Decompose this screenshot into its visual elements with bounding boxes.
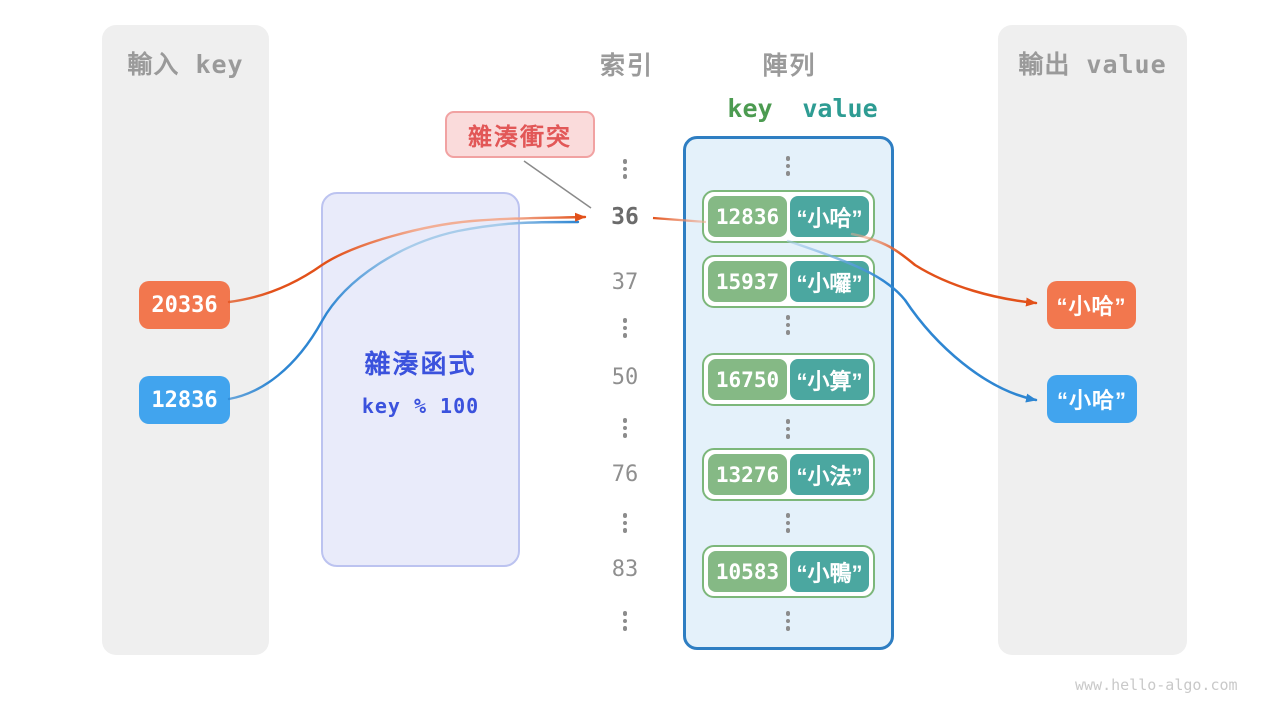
array-row-50: 16750 “小算” xyxy=(702,353,875,406)
array-row-36: 12836 “小哈” xyxy=(702,190,875,243)
index-83: 83 xyxy=(611,557,639,582)
array-value-header: value xyxy=(802,94,878,123)
output-value-text: “小哈” xyxy=(1056,388,1127,413)
array-ellipsis xyxy=(756,419,820,439)
array-value-cell: “小鴨” xyxy=(790,551,869,592)
output-panel: 輸出 value xyxy=(998,25,1187,655)
index-ellipsis xyxy=(593,159,657,179)
array-ellipsis xyxy=(756,513,820,533)
index-37: 37 xyxy=(611,270,639,295)
array-key-header: key xyxy=(727,94,773,123)
collision-pointer-line xyxy=(523,160,592,209)
array-ellipsis xyxy=(756,156,820,176)
array-row-76: 13276 “小法” xyxy=(702,448,875,501)
hash-function-title: 雜湊函式 xyxy=(364,349,477,379)
input-key-value: 12836 xyxy=(151,387,218,413)
array-key-cell: 16750 xyxy=(708,359,787,400)
index-column-header: 索引 xyxy=(599,52,654,80)
array-column-header: 陣列 xyxy=(762,52,817,80)
output-value-text: “小哈” xyxy=(1056,294,1127,319)
array-value-cell: “小囉” xyxy=(790,261,869,302)
index-50: 50 xyxy=(611,365,639,390)
array-key-cell: 13276 xyxy=(708,454,787,495)
hash-function-box: 雜湊函式 key % 100 xyxy=(321,192,520,567)
index-ellipsis xyxy=(593,513,657,533)
index-36: 36 xyxy=(611,204,639,230)
input-panel-title: 輸入 key xyxy=(127,50,244,79)
array-value-cell: “小算” xyxy=(790,359,869,400)
input-key-chip-20336: 20336 xyxy=(139,281,230,329)
output-panel-title: 輸出 value xyxy=(1018,50,1167,79)
output-value-chip-blue: “小哈” xyxy=(1047,375,1137,423)
array-key-cell: 10583 xyxy=(708,551,787,592)
hash-collision-callout: 雜湊衝突 xyxy=(445,111,595,158)
index-ellipsis xyxy=(593,418,657,438)
array-ellipsis xyxy=(756,315,820,335)
array-row-83: 10583 “小鴨” xyxy=(702,545,875,598)
input-key-value: 20336 xyxy=(151,292,218,318)
array-ellipsis xyxy=(756,611,820,631)
input-panel: 輸入 key xyxy=(102,25,269,655)
array-row-37: 15937 “小囉” xyxy=(702,255,875,308)
array-value-cell: “小法” xyxy=(790,454,869,495)
watermark-url: www.hello-algo.com xyxy=(1075,676,1238,694)
array-key-cell: 15937 xyxy=(708,261,787,302)
index-76: 76 xyxy=(611,462,639,487)
hash-function-formula: key % 100 xyxy=(361,394,480,418)
input-key-chip-12836: 12836 xyxy=(139,376,230,424)
array-key-cell: 12836 xyxy=(708,196,787,237)
array-value-cell: “小哈” xyxy=(790,196,869,237)
index-ellipsis xyxy=(593,318,657,338)
hash-collision-label: 雜湊衝突 xyxy=(468,124,572,151)
output-value-chip-orange: “小哈” xyxy=(1047,281,1136,329)
index-ellipsis xyxy=(593,611,657,631)
